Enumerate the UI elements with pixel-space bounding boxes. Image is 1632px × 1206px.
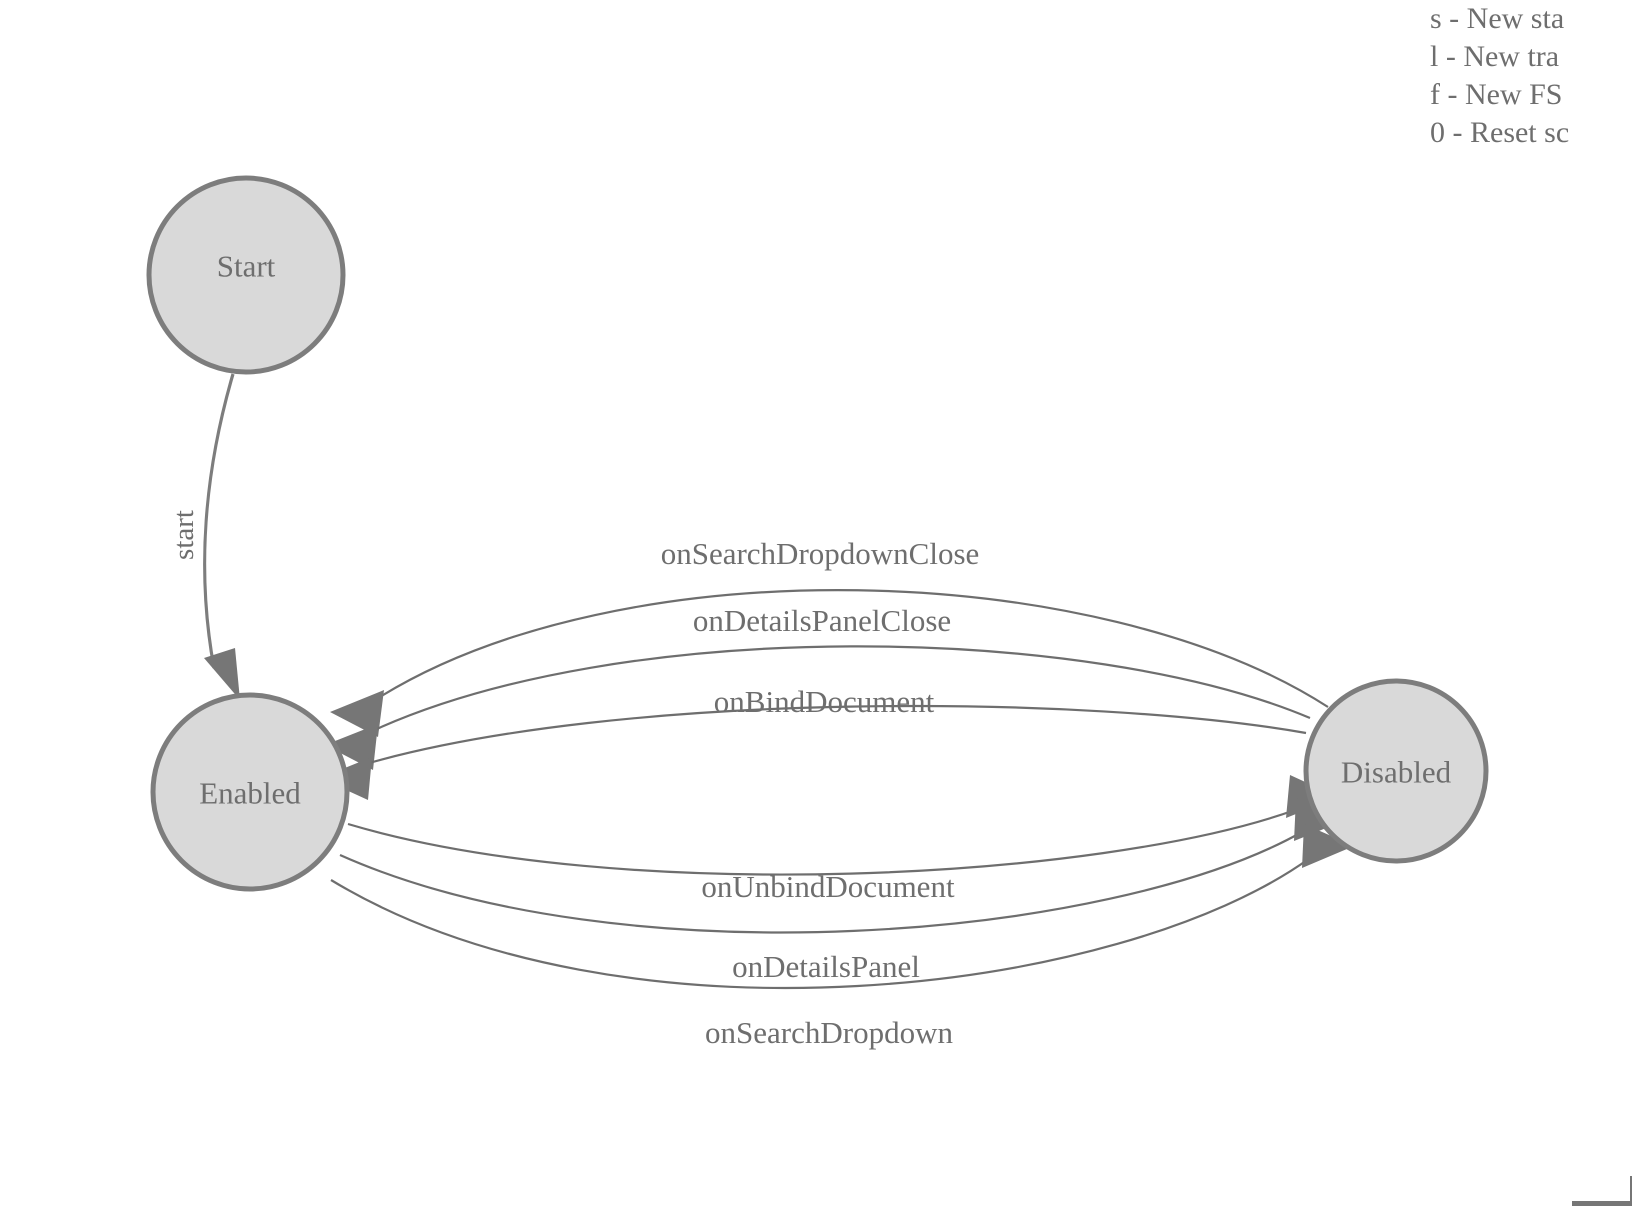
panel-corner-border <box>1572 1176 1632 1206</box>
edge-on-unbind-document-path <box>347 808 1296 876</box>
edge-on-search-dropdown-close[interactable]: onSearchDropdownClose <box>330 536 1329 737</box>
edge-label-on-bind-document: onBindDocument <box>714 684 935 719</box>
edge-start-arrowhead <box>204 648 240 700</box>
node-disabled-label: Disabled <box>1341 755 1452 790</box>
edge-start-path <box>203 373 235 669</box>
edge-on-search-dropdown-path <box>330 857 1311 990</box>
edge-label-start: start <box>168 510 200 560</box>
node-enabled[interactable]: Enabled <box>150 692 350 892</box>
node-disabled[interactable]: Disabled <box>1303 678 1489 864</box>
edge-on-unbind-document[interactable]: onUnbindDocument <box>347 775 1338 904</box>
node-enabled-circle[interactable] <box>150 692 350 892</box>
edge-on-bind-document[interactable]: onBindDocument <box>320 684 1307 800</box>
help-line-reset: 0 - Reset sc <box>1430 116 1570 149</box>
help-line-new-fsm: f - New FS <box>1430 78 1563 111</box>
help-line-new-transition: l - New tra <box>1430 40 1560 73</box>
edge-label-on-details-panel: onDetailsPanel <box>732 949 920 984</box>
edge-on-details-panel-close[interactable]: onDetailsPanelClose <box>325 603 1311 770</box>
node-start-label: Start <box>217 249 276 284</box>
edge-label-on-search-dropdown: onSearchDropdown <box>705 1015 953 1050</box>
edge-label-on-unbind-document: onUnbindDocument <box>701 869 955 904</box>
edge-on-search-dropdown-close-arrowhead <box>330 690 384 737</box>
node-enabled-label: Enabled <box>199 776 301 811</box>
edge-on-search-dropdown[interactable]: onSearchDropdown <box>330 824 1354 1050</box>
edge-on-details-panel-close-path <box>367 645 1311 734</box>
edge-label-on-details-panel-close: onDetailsPanelClose <box>693 603 951 638</box>
edge-on-details-panel-close-arrowhead <box>325 724 378 770</box>
edge-on-search-dropdown-arrowhead <box>1302 824 1354 868</box>
node-disabled-circle[interactable] <box>1303 678 1489 864</box>
node-start-circle[interactable] <box>146 175 346 375</box>
help-line-new-state: s - New sta <box>1430 2 1565 35</box>
edge-start[interactable]: start <box>168 373 240 700</box>
edge-on-details-panel-path <box>339 831 1303 934</box>
node-start[interactable]: Start <box>146 175 346 375</box>
panel-corner-right-edge <box>1630 1176 1632 1206</box>
edge-label-on-search-dropdown-close: onSearchDropdownClose <box>661 536 980 571</box>
help-shortcuts-overlay: s - New sta l - New tra f - New FS 0 - R… <box>1430 0 1632 152</box>
edge-on-search-dropdown-close-path <box>374 589 1329 708</box>
edge-on-bind-document-path <box>361 704 1307 767</box>
